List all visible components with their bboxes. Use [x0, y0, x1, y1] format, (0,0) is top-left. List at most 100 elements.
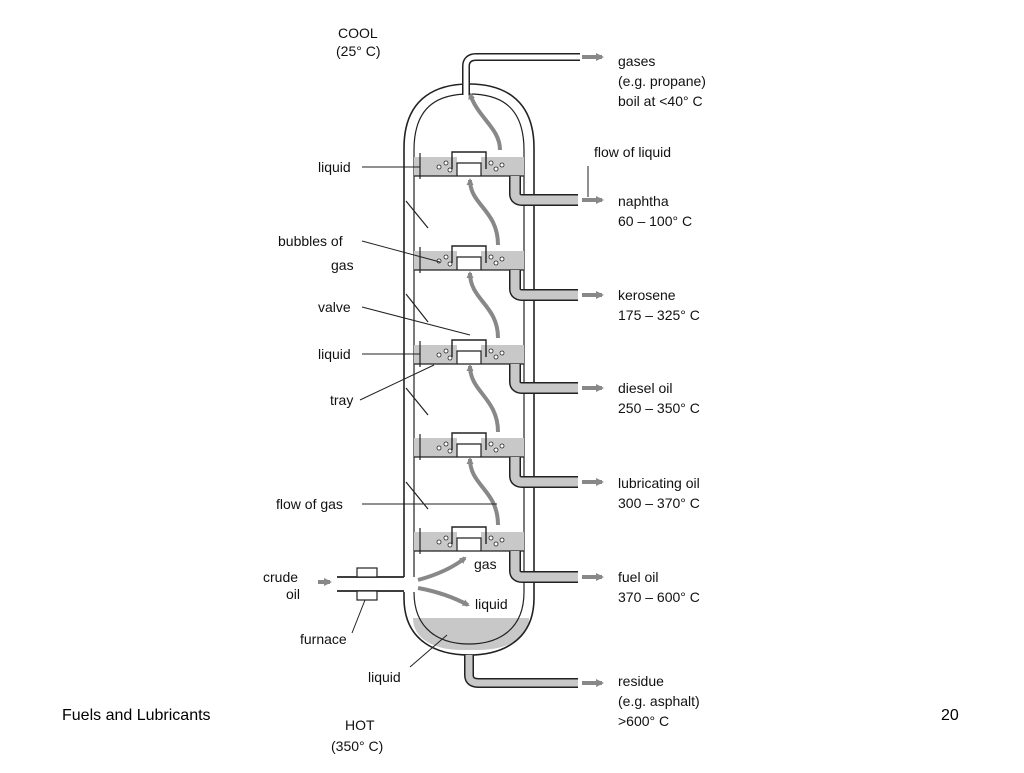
gas-bubble — [436, 164, 442, 170]
gas-bubble — [443, 160, 449, 166]
downcomer — [405, 200, 429, 229]
gas-bubble — [488, 160, 494, 166]
column-outline — [403, 83, 535, 656]
residue-pipe — [464, 655, 578, 688]
distillation-column — [403, 83, 535, 656]
gas-bubble — [447, 355, 453, 361]
column-inner-wall — [413, 93, 525, 645]
valve-cap — [451, 245, 487, 263]
crude-oil-inlet — [318, 556, 470, 607]
gas-bubble — [493, 354, 499, 360]
downcomer — [405, 387, 429, 416]
leader-lines — [351, 166, 589, 668]
gas-bubble — [488, 254, 494, 260]
liquid-label-middle: liquid — [318, 346, 351, 362]
product-arrows — [582, 53, 604, 687]
gas-bubble — [447, 261, 453, 267]
trays — [414, 151, 524, 554]
gas-flow-arrow — [466, 178, 500, 246]
valve-cap — [451, 526, 487, 544]
gas-bubble — [443, 535, 449, 541]
product-name-residue: residue — [618, 673, 664, 689]
product-temp-gases: boil at <40° C — [618, 93, 703, 109]
downcomer — [405, 293, 429, 323]
gas-bubble — [443, 441, 449, 447]
bubbles-label-line1: bubbles of — [278, 233, 343, 249]
furnace-label: furnace — [300, 631, 347, 647]
gas-bubble — [443, 348, 449, 354]
flow-of-gas-label: flow of gas — [276, 496, 343, 512]
flow-of-liquid-label: flow of liquid — [594, 144, 671, 160]
hot-label: HOT — [345, 717, 375, 733]
gas-bubble — [436, 352, 442, 358]
liquid-label-bottom: liquid — [368, 669, 401, 685]
liquid-label-inlet: liquid — [475, 596, 508, 612]
crude-label-line1: crude — [263, 569, 298, 585]
tray — [414, 526, 524, 554]
bottom-liquid-pool — [413, 618, 529, 650]
product-temp-naphtha: 60 – 100° C — [618, 213, 692, 229]
gas-bubble — [499, 443, 505, 449]
gas-label: gas — [474, 556, 497, 572]
gas-bubble — [493, 447, 499, 453]
gas-bubble — [499, 162, 505, 168]
furnace-box-bottom — [356, 590, 378, 601]
gas-bubble — [499, 537, 505, 543]
gas-bubble — [493, 541, 499, 547]
gas-flow-arrow — [466, 271, 500, 339]
gas-flow-arrow — [466, 364, 500, 433]
product-pipes — [509, 176, 578, 583]
product-name-gases: gases — [618, 53, 655, 69]
gas-bubble — [499, 256, 505, 262]
tray — [414, 432, 524, 460]
tray — [414, 339, 524, 367]
gas-bubble — [443, 254, 449, 260]
product-name-kerosene: kerosene — [618, 287, 676, 303]
product-sub-residue: (e.g. asphalt) — [618, 693, 700, 709]
gas-bubble — [493, 260, 499, 266]
product-name-naphtha: naphtha — [618, 193, 669, 209]
gas-bubble — [447, 542, 453, 548]
product-temp-residue: >600° C — [618, 713, 669, 729]
page-number: 20 — [941, 707, 959, 724]
gas-arrow-inlet — [417, 556, 467, 582]
gas-flow-arrows — [466, 92, 502, 526]
tray-label: tray — [330, 392, 353, 408]
product-name-diesel: diesel oil — [618, 380, 672, 396]
product-temp-lubricating: 300 – 370° C — [618, 495, 700, 511]
valve-cap — [451, 432, 487, 450]
crude-label-line2: oil — [286, 586, 300, 602]
gas-bubble — [493, 166, 499, 172]
footer-title: Fuels and Lubricants — [62, 707, 211, 724]
liquid-arrow-inlet — [417, 586, 470, 607]
labels: COOL (25° C) liquid bubbles of gas valve… — [263, 25, 671, 754]
gas-bubble — [488, 441, 494, 447]
valve-cap — [451, 151, 487, 169]
liquid-label-top: liquid — [318, 159, 351, 175]
valve-cap — [451, 339, 487, 357]
top-gas-pipe — [462, 53, 580, 95]
cool-label: COOL — [338, 25, 378, 41]
downcomer — [405, 481, 429, 510]
gas-flow-arrow — [466, 457, 500, 526]
product-name-fuel-oil: fuel oil — [618, 569, 658, 585]
bubbles-label-line2: gas — [331, 257, 354, 273]
gas-bubble — [436, 539, 442, 545]
hot-temp-label: (350° C) — [331, 738, 383, 754]
product-name-lubricating: lubricating oil — [618, 475, 700, 491]
gas-bubble — [447, 448, 453, 454]
valve-label: valve — [318, 299, 351, 315]
tray — [414, 151, 524, 179]
gas-bubble — [499, 350, 505, 356]
gas-bubble — [447, 167, 453, 173]
gas-flow-arrow — [468, 92, 502, 151]
product-temp-kerosene: 175 – 325° C — [618, 307, 700, 323]
product-labels: gases (e.g. propane) boil at <40° C naph… — [618, 53, 706, 729]
product-temp-diesel: 250 – 350° C — [618, 400, 700, 416]
gas-bubble — [436, 445, 442, 451]
gas-bubble — [488, 348, 494, 354]
gas-bubble — [488, 535, 494, 541]
cool-temp-label: (25° C) — [336, 43, 381, 59]
product-sub-gases: (e.g. propane) — [618, 73, 706, 89]
